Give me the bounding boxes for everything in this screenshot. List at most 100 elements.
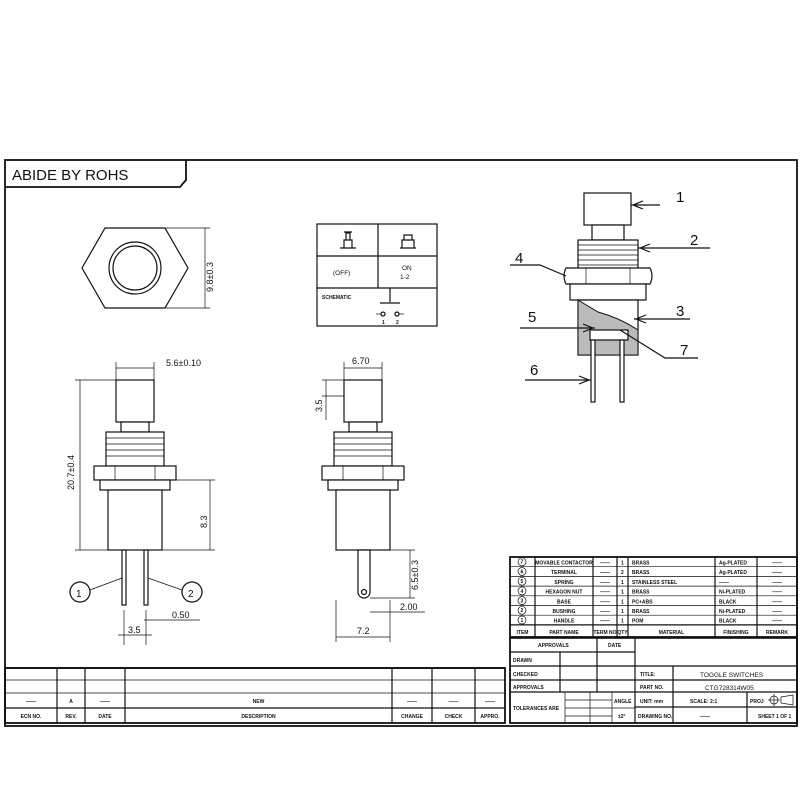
revision-cell: —— [100,699,110,705]
bom-term: —— [600,580,610,586]
item-balloon [517,586,527,596]
title-value: TOGGLE SWITCHES [700,672,764,679]
bom-qty: 1 [621,599,624,605]
bom-remark: —— [772,580,782,586]
bom-part: BASE [557,599,572,605]
revision-cell: A [69,699,73,705]
drawing-no-label: DRAWING NO. [638,714,673,720]
top-view: 9.8±0.3 [81,227,215,309]
bom-item: 5 [521,579,524,585]
terminal-label-2: 2 [188,589,194,600]
tolerances-label: TOLERANCES ARE [513,706,560,712]
bom-material: BRASS [632,561,650,567]
bom-item: 2 [521,608,524,614]
callout-6: 6 [530,362,538,379]
bom-finishing: —— [719,580,729,586]
bom-remark: —— [772,609,782,615]
schematic-table: (OFF) ON 1-2 SCHEMATIC 1 2 [316,223,438,327]
terminal-label-1: 1 [76,589,82,600]
bom-header: REMARK [766,630,788,636]
exploded-view: 1 2 3 4 5 6 7 [510,189,710,403]
bom-material: BRASS [632,609,650,615]
drawing-no-value: —— [700,714,710,720]
bom-header: MATERIAL [659,630,684,636]
unit-label: UNIT: mm [640,699,664,705]
drawing-frame [4,159,798,727]
sheet-label: SHEET 1 OF 1 [758,714,792,720]
bom-term: —— [600,619,610,625]
bom-part: HANDLE [554,619,575,625]
bom-part: SPRING [554,580,573,586]
dim-side-pin-hole: 2.00 [400,602,418,612]
bom-part: HEXAGON NUT [546,590,583,596]
bom-item: 3 [521,599,524,605]
item-balloon [517,557,527,567]
bom-header: FINISHING [723,630,748,636]
schematic-off-label: (OFF) [333,270,350,277]
item-balloon [517,567,527,576]
proj-label: PROJ [750,699,764,705]
schematic-on-contacts: 1-2 [400,274,410,281]
bom-material: BRASS [632,590,650,596]
revision-table: ECN NO.——REV.ADATE——DESCRIPTIONNEWCHANGE… [4,667,506,724]
dim-front-width: 5.6±0.10 [166,358,201,368]
dim-front-body: 8.3 [199,515,209,528]
schematic-pin-2: 2 [396,320,399,326]
dim-top-height: 9.8±0.3 [205,262,215,292]
callout-7: 7 [680,342,688,359]
bom-remark: —— [772,619,782,625]
bom-qty: 1 [621,561,624,567]
item-balloon [517,576,527,586]
checked-label: CHECKED [513,672,538,678]
revision-header: REV. [65,714,77,720]
bom-term: —— [600,609,610,615]
angle-value: ±2° [618,714,626,720]
drawn-label: DRAWN [513,658,532,664]
bom-qty: 1 [621,580,624,586]
dim-side-total-width: 7.2 [357,626,370,636]
rohs-label: ABIDE BY ROHS [12,167,128,184]
bom-term: —— [600,561,610,567]
bom-qty: 1 [621,619,624,625]
bom-qty: 1 [621,590,624,596]
front-view: 5.6±0.10 20.7±0.4 8.3 3.5 0.50 1 2 [66,358,215,645]
bom-term: —— [600,570,610,576]
item-balloon [517,596,527,605]
projection-symbol-icon [768,694,794,706]
bom-finishing: Ni-PLATED [719,609,746,615]
revision-cell: —— [449,699,459,705]
approvals-label: APPROVALS [513,685,544,691]
dim-front-total-height: 20.7±0.4 [66,455,76,490]
side-view: 6.70 3.5 6.5±0.3 2.00 7.2 [314,356,425,642]
callout-1: 1 [676,189,684,206]
bom-part: MOVABLE CONTACTOR [535,561,593,567]
revision-header: ECN NO. [21,714,42,720]
revision-cell: —— [485,699,495,705]
callout-2: 2 [690,232,698,249]
callout-5: 5 [528,309,536,326]
bom-item: 1 [521,618,524,624]
revision-header: CHECK [445,714,463,720]
dim-side-cap: 3.5 [314,399,324,412]
bom-part: TERMINAL [551,570,577,576]
revision-header: APPRO. [480,714,500,720]
revision-header: DATE [98,714,112,720]
bom-material: BRASS [632,570,650,576]
scale-label: SCALE: 2:1 [690,699,717,705]
part-no-label: PART NO. [640,685,664,691]
bom-material: PC+ABS [632,599,653,605]
bom-item: 7 [521,560,524,566]
schematic-on-label: ON [402,265,412,272]
bom-remark: —— [772,599,782,605]
bom-finishing: Ag-PLATED [719,561,747,567]
rohs-box [5,160,187,188]
bom-remark: —— [772,570,782,576]
approvals-title: APPROVALS [538,643,569,649]
